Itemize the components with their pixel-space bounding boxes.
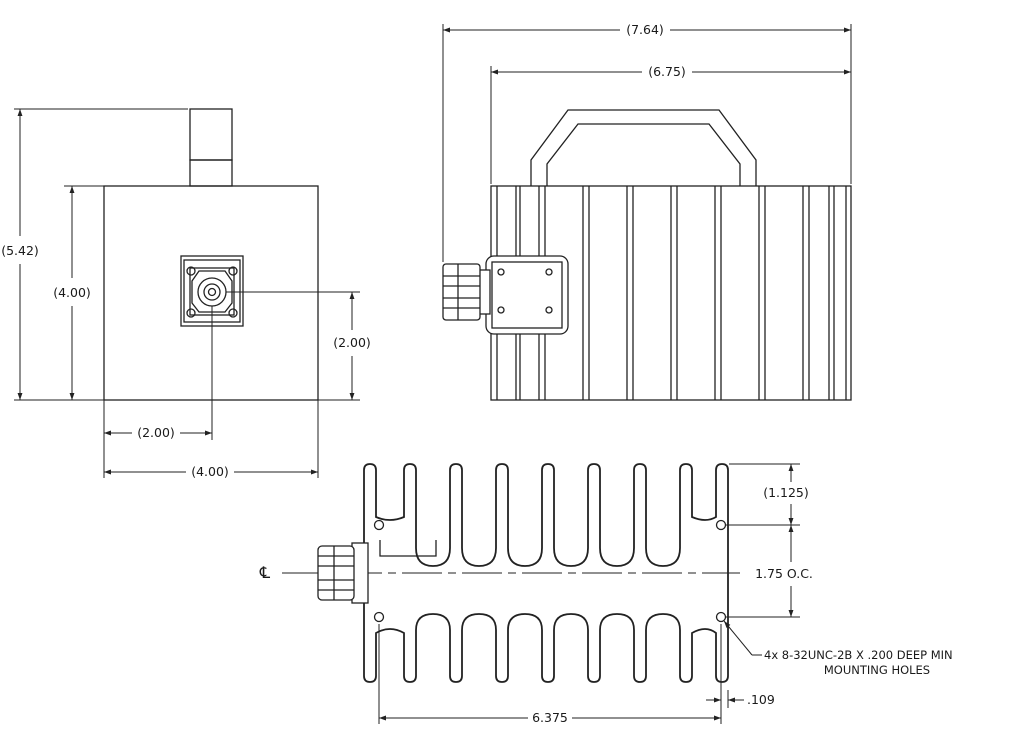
mounting-hole [373, 611, 385, 623]
dim-overall-length: (7.64) [626, 22, 664, 37]
mounting-hole [373, 519, 385, 531]
mounting-note-line2: MOUNTING HOLES [824, 663, 930, 677]
side-fin-lines [496, 186, 847, 400]
side-connector [442, 255, 569, 335]
dim-body-width: (4.00) [191, 464, 229, 479]
dim-body-length: (6.75) [648, 64, 686, 79]
upper-fins-outline [363, 463, 729, 567]
dim-fin-offset: (1.125) [763, 485, 809, 500]
dim-connector-height: (2.00) [333, 335, 371, 350]
lower-fins-outline [363, 606, 729, 683]
mounting-hole [715, 611, 727, 623]
front-handle-lower [189, 159, 233, 187]
side-handle-inner [546, 123, 741, 186]
top-view [282, 463, 740, 683]
dim-edge-margin: .109 [747, 692, 775, 707]
top-dimensions: (1.125) 1.75 O.C. 6.375 .109 ℄ 4x 8-32UN… [259, 463, 953, 725]
centerline-symbol: ℄ [259, 563, 271, 582]
side-dimensions: (7.64) (6.75) [442, 22, 852, 262]
top-connector [317, 542, 369, 604]
front-handle-upper [189, 108, 233, 161]
dim-hole-spacing: 1.75 O.C. [755, 566, 813, 581]
front-view [103, 108, 319, 401]
mounting-hole [715, 519, 727, 531]
mounting-note-line1: 4x 8-32UNC-2B X .200 DEEP MIN [764, 648, 953, 662]
dim-body-height: (4.00) [53, 285, 91, 300]
front-body-outline [103, 185, 319, 401]
side-handle-outer [530, 109, 757, 186]
front-dimensions: (5.42) (4.00) (2.00) (2.00) (4.00) [1, 108, 371, 479]
dim-hole-span: 6.375 [532, 710, 568, 725]
side-view [442, 109, 852, 401]
dim-connector-offset: (2.00) [137, 425, 175, 440]
dim-total-height: (5.42) [1, 243, 39, 258]
